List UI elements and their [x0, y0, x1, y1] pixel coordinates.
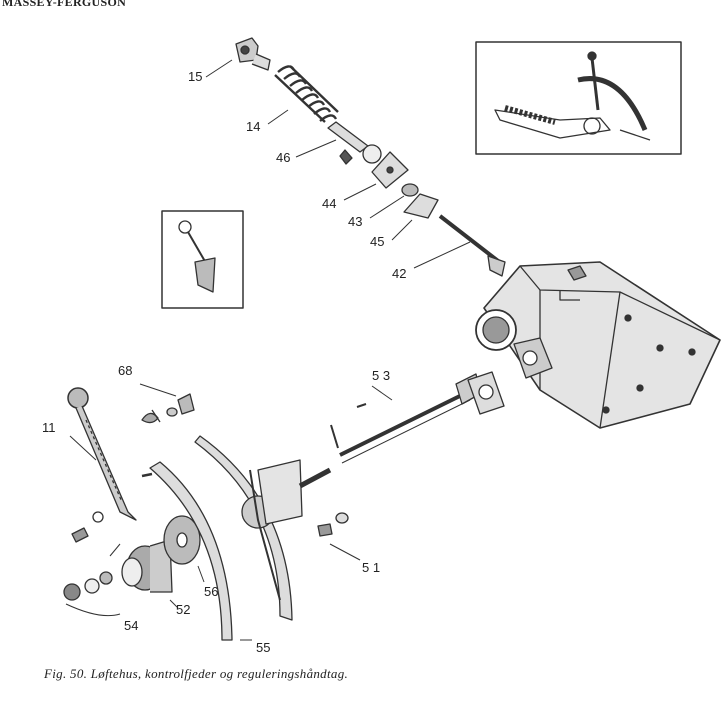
- small-fasteners: [63, 472, 153, 601]
- label-14: 14: [246, 119, 260, 134]
- label-68: 68: [118, 363, 132, 378]
- label-15: 15: [188, 69, 202, 84]
- part-labels: 15 14 46 44 43 45 42 68 11 5 3 5 1 54 52…: [42, 69, 406, 655]
- wingnut-bolt: [141, 393, 195, 424]
- figure-caption: Fig. 50. Løftehus, kontrolfjeder og regu…: [44, 666, 349, 681]
- leader-lines: [65, 59, 471, 641]
- inset-hand-lever: [161, 210, 244, 309]
- label-56: 56: [204, 584, 218, 599]
- label-11: 11: [42, 420, 56, 435]
- label-42: 42: [392, 266, 406, 281]
- label-44: 44: [322, 196, 336, 211]
- label-51: 5 1: [362, 560, 380, 575]
- quadrant: [149, 435, 332, 641]
- inset-lever-assembly: [475, 41, 682, 155]
- bolt-washer: [317, 512, 349, 537]
- label-46: 46: [276, 150, 290, 165]
- lift-housing: [475, 261, 721, 429]
- label-52: 52: [176, 602, 190, 617]
- label-43: 43: [348, 214, 362, 229]
- label-55: 55: [256, 640, 270, 655]
- page-header: MASSEY-FERGUSON: [2, 0, 127, 9]
- label-53: 5 3: [372, 368, 390, 383]
- cross-shaft: [330, 371, 505, 464]
- hand-lever: [67, 387, 137, 521]
- friction-disc-assembly: [121, 515, 201, 593]
- spring-assembly: [235, 37, 506, 277]
- label-54: 54: [124, 618, 138, 633]
- label-45: 45: [370, 234, 384, 249]
